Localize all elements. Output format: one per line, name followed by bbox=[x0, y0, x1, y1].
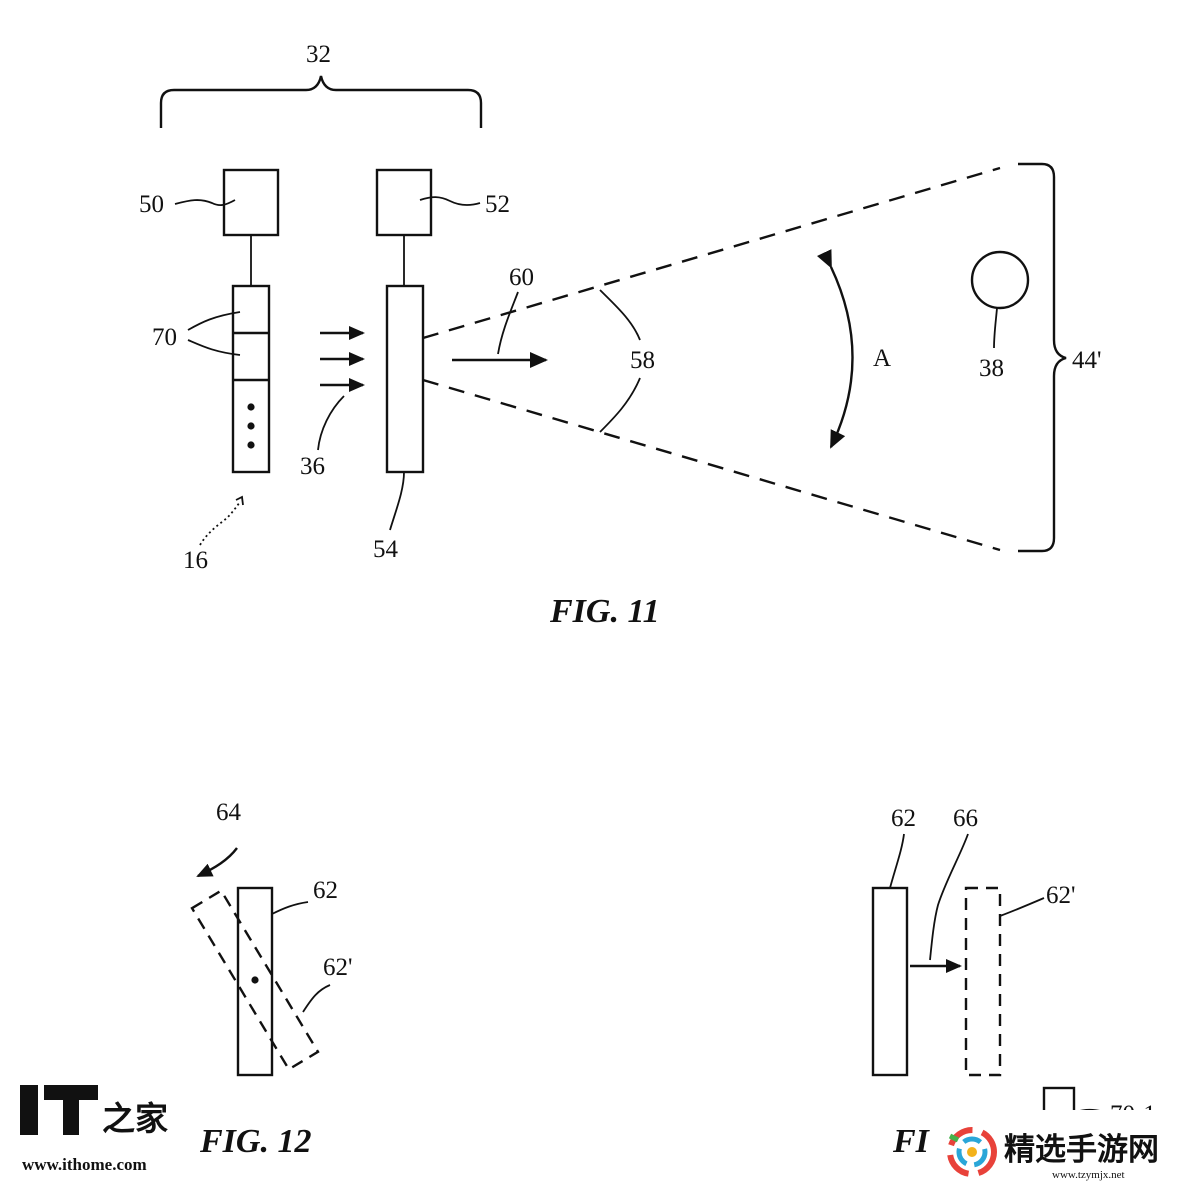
label-32: 32 bbox=[306, 41, 331, 68]
rotation-arrow-a bbox=[816, 249, 854, 449]
leader-70-a bbox=[187, 311, 241, 331]
label-a: A bbox=[873, 345, 891, 372]
ithome-logo-text: 之家 bbox=[102, 1100, 168, 1138]
fig-12: 64 62 62' FIG. 12 bbox=[190, 799, 353, 1160]
ithome-watermark: 之家 www.ithome.com bbox=[20, 1085, 168, 1174]
leader-62-prime bbox=[302, 984, 331, 1013]
label-50: 50 bbox=[139, 191, 164, 218]
label-62-prime: 62' bbox=[1046, 882, 1076, 909]
box-52 bbox=[375, 168, 433, 237]
ithome-logo-t bbox=[44, 1085, 98, 1135]
leader-16 bbox=[199, 501, 241, 546]
ithome-site: www.ithome.com bbox=[22, 1155, 147, 1174]
label-44: 44' bbox=[1072, 347, 1102, 374]
fig-11-caption: FIG. 11 bbox=[549, 593, 660, 630]
label-58: 58 bbox=[630, 347, 655, 374]
element-62 bbox=[871, 886, 909, 1077]
leader-58-upper bbox=[599, 289, 641, 341]
label-66: 66 bbox=[953, 805, 978, 832]
light-source-stack-70 bbox=[231, 284, 271, 474]
leader-62 bbox=[889, 833, 905, 889]
ellipsis-dot bbox=[247, 403, 255, 411]
element-62-prime-rotated bbox=[190, 889, 320, 1071]
label-60: 60 bbox=[509, 264, 534, 291]
leader-66 bbox=[929, 833, 969, 961]
label-62-prime: 62' bbox=[323, 954, 353, 981]
leader-60 bbox=[497, 291, 519, 355]
tzymjx-site: www.tzymjx.net bbox=[1052, 1169, 1125, 1181]
label-16: 16 bbox=[183, 547, 208, 574]
element-62-prime-shifted bbox=[964, 886, 1002, 1077]
tzymjx-watermark: 精选手游网 www.tzymjx.net bbox=[940, 1110, 1186, 1187]
label-62: 62 bbox=[891, 805, 916, 832]
label-62: 62 bbox=[313, 877, 338, 904]
brace-44 bbox=[1018, 162, 1067, 553]
ellipsis-dot bbox=[247, 441, 255, 449]
ithome-logo-i bbox=[20, 1085, 38, 1135]
label-52: 52 bbox=[485, 191, 510, 218]
leader-36 bbox=[317, 395, 345, 451]
fig-12-caption: FIG. 12 bbox=[199, 1123, 311, 1160]
brace-32 bbox=[159, 75, 483, 128]
ellipsis-dot bbox=[247, 422, 255, 430]
cone-upper-edge bbox=[422, 166, 1001, 340]
tzymjx-swirl-logo bbox=[947, 1127, 997, 1177]
label-36: 36 bbox=[300, 453, 325, 480]
leader-62 bbox=[271, 901, 309, 915]
tzymjx-name: 精选手游网 bbox=[1004, 1132, 1159, 1167]
leader-52 bbox=[419, 196, 481, 206]
leader-50 bbox=[174, 199, 236, 207]
fig-13-caption-partial: FI bbox=[892, 1123, 931, 1160]
leader-62-prime bbox=[999, 897, 1045, 917]
leader-38 bbox=[993, 307, 998, 349]
label-54: 54 bbox=[373, 536, 399, 563]
target-circle-38 bbox=[970, 250, 1030, 310]
label-70: 70 bbox=[152, 324, 177, 351]
fig-11: 32 50 52 70 36 54 bbox=[139, 41, 1102, 630]
leader-16-arrowhead bbox=[235, 495, 244, 506]
rotation-arrow-64 bbox=[196, 847, 238, 878]
leader-54 bbox=[389, 471, 405, 531]
cone-lower-edge bbox=[422, 378, 1001, 552]
element-54 bbox=[385, 284, 425, 474]
label-38: 38 bbox=[979, 355, 1004, 382]
leader-70-b bbox=[187, 339, 241, 356]
label-64: 64 bbox=[216, 799, 242, 826]
pivot-dot bbox=[251, 976, 259, 984]
leader-58-lower bbox=[599, 377, 641, 433]
fig-13: 62 66 62' 70-1 FI bbox=[871, 805, 1156, 1160]
